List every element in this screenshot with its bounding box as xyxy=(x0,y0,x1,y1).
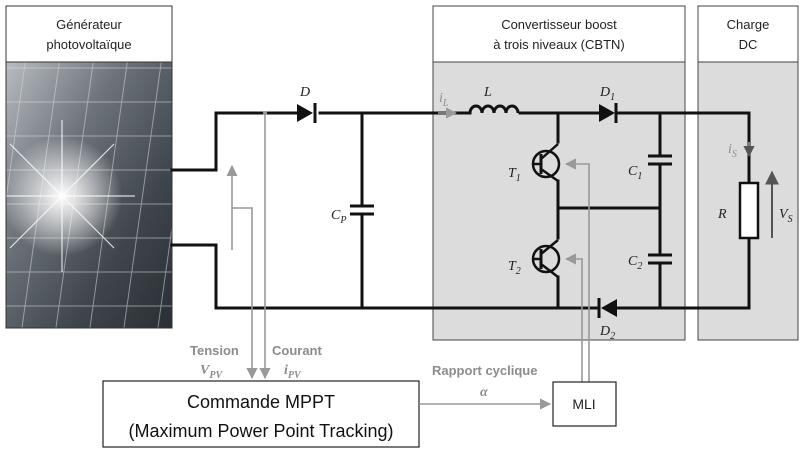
transistor-t2-label: T2 xyxy=(508,259,521,277)
pv-title-box xyxy=(5,5,173,63)
cbtn-title-line2: à trois niveaux (CBTN) xyxy=(493,37,624,52)
mli-block: MLI xyxy=(552,381,617,427)
pv-title-line2: photovoltaïque xyxy=(46,37,131,52)
measurement-lines xyxy=(232,111,271,380)
current-il-label: iL xyxy=(439,91,449,109)
capacitor-c1: C1 xyxy=(628,154,672,182)
current-is-arrow: iS xyxy=(728,142,755,160)
gate-signal-lines xyxy=(564,158,590,382)
inductor-l-label: L xyxy=(483,85,492,100)
tension-label: Tension xyxy=(190,343,239,358)
mppt-title: Commande MPPT xyxy=(187,392,335,412)
capacitor-c1-label: C1 xyxy=(628,164,642,182)
current-il-arrow: iL xyxy=(438,91,458,119)
diode-d2: D2 xyxy=(597,298,617,342)
pv-title-line1: Générateur xyxy=(56,17,122,32)
resistor-r: R xyxy=(717,181,760,240)
circuit-wires xyxy=(170,111,751,310)
capacitor-c2-label: C2 xyxy=(628,254,642,272)
inductor-l: L xyxy=(468,85,520,114)
load-title-line1: Charge xyxy=(727,17,770,32)
voltage-vs-arrow: VS xyxy=(765,170,793,238)
capacitor-c2: C2 xyxy=(628,253,672,272)
diode-d1-label: D1 xyxy=(599,85,615,103)
tension-symbol: VPV xyxy=(200,363,223,381)
pv-image xyxy=(0,61,173,329)
resistor-r-label: R xyxy=(717,207,727,222)
mppt-subtitle: (Maximum Power Point Tracking) xyxy=(128,421,393,441)
cbtn-title-box xyxy=(432,5,686,63)
capacitor-cp: CP xyxy=(331,204,374,226)
courant-symbol: iPV xyxy=(284,363,302,381)
transistor-t2: T2 xyxy=(508,239,561,278)
diode-d: D xyxy=(297,85,317,123)
load-title-box xyxy=(697,5,799,63)
transistor-t1-label: T1 xyxy=(508,166,521,184)
capacitor-cp-label: CP xyxy=(331,208,346,226)
voltage-vs-label: VS xyxy=(779,207,793,225)
current-is-label: iS xyxy=(728,142,737,160)
rapport-cyclique-label: Rapport cyclique xyxy=(432,363,537,378)
mli-label: MLI xyxy=(572,396,595,412)
diode-d-label: D xyxy=(299,85,310,100)
load-title-line2: DC xyxy=(739,37,758,52)
courant-label: Courant xyxy=(272,343,323,358)
mppt-block: Commande MPPT (Maximum Power Point Track… xyxy=(102,380,420,448)
cbtn-title-line1: Convertisseur boost xyxy=(501,17,617,32)
diode-d2-label: D2 xyxy=(599,324,615,342)
pv-panel: Générateur photovoltaïque xyxy=(0,5,173,329)
transistor-t1: T1 xyxy=(508,143,561,184)
diode-d1: D1 xyxy=(599,85,618,123)
rapport-cyclique-symbol: α xyxy=(480,385,488,400)
